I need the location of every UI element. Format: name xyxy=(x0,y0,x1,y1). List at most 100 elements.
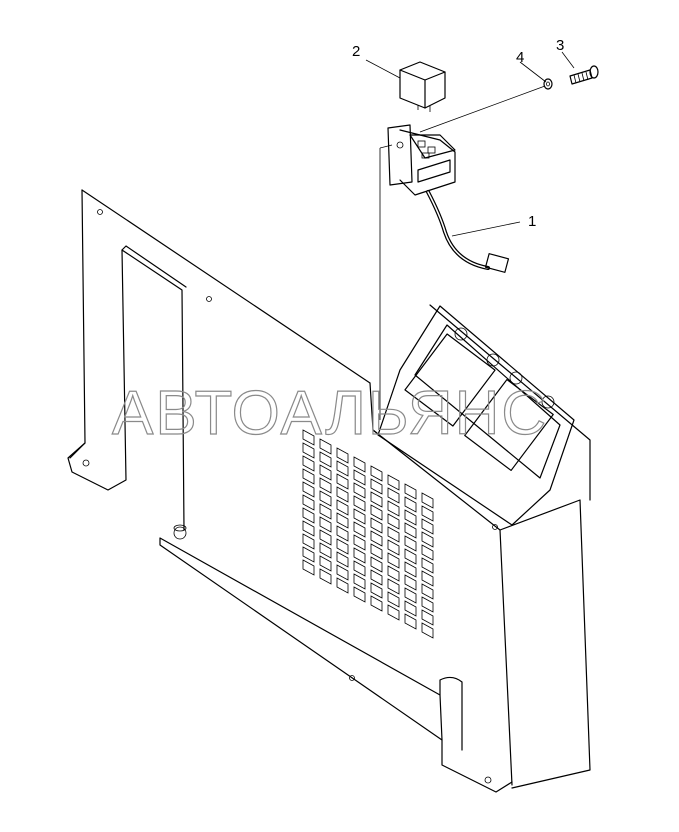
callout-4: 4 xyxy=(516,49,524,66)
vent-slot xyxy=(353,586,366,603)
vent-slot xyxy=(302,468,315,485)
vent-slot xyxy=(319,555,332,572)
vent-slot xyxy=(404,613,417,630)
vent-slot xyxy=(336,486,349,503)
vent-slot xyxy=(404,574,417,591)
vent-slot xyxy=(302,442,315,459)
vent-slot xyxy=(319,451,332,468)
watermark-text: АВТОАЛЬЯНС xyxy=(112,379,548,448)
vent-slot xyxy=(353,456,366,473)
vent-slot xyxy=(353,508,366,525)
vent-slot xyxy=(353,482,366,499)
vent-slot xyxy=(336,499,349,516)
vent-slot xyxy=(353,521,366,538)
callout-2: 2 xyxy=(352,43,360,60)
vent-slot xyxy=(387,565,400,582)
vent-slot xyxy=(302,429,315,446)
vent-slot xyxy=(370,517,383,534)
vent-slot xyxy=(421,544,434,561)
vent-slot xyxy=(353,547,366,564)
vent-slot xyxy=(421,596,434,613)
vent-slot xyxy=(404,561,417,578)
vent-slot xyxy=(336,525,349,542)
screw xyxy=(569,65,599,85)
vent-slot xyxy=(370,491,383,508)
vent-slot xyxy=(336,538,349,555)
vent-slot xyxy=(404,483,417,500)
vent-slot xyxy=(404,600,417,617)
vent-slot xyxy=(370,569,383,586)
vent-slot xyxy=(302,494,315,511)
vent-slot xyxy=(319,438,332,455)
vent-slot xyxy=(336,447,349,464)
vent-slot xyxy=(404,548,417,565)
vent-slot xyxy=(302,481,315,498)
leader-lines xyxy=(365,51,575,237)
vent-grid xyxy=(302,429,434,639)
vent-slot xyxy=(319,542,332,559)
vent-slot xyxy=(302,546,315,563)
vent-slot xyxy=(353,534,366,551)
vent-slot xyxy=(387,513,400,530)
vent-slot xyxy=(302,533,315,550)
vent-slot xyxy=(387,578,400,595)
vent-slot xyxy=(421,583,434,600)
vent-slot xyxy=(421,622,434,639)
vent-slot xyxy=(370,556,383,573)
vent-slot xyxy=(336,564,349,581)
vent-slot xyxy=(370,595,383,612)
panel-plate xyxy=(67,189,371,531)
vent-slot xyxy=(387,604,400,621)
callout-3: 3 xyxy=(556,37,564,54)
housing-box xyxy=(369,304,591,789)
vent-slot xyxy=(353,560,366,577)
vent-slot xyxy=(421,531,434,548)
vent-slot xyxy=(353,469,366,486)
vent-slot xyxy=(319,568,332,585)
vent-slot xyxy=(336,473,349,490)
vent-slot xyxy=(353,573,366,590)
vent-slot xyxy=(387,526,400,543)
washer xyxy=(543,78,553,90)
vent-slot xyxy=(336,512,349,529)
relay xyxy=(399,61,446,112)
vent-slot xyxy=(387,552,400,569)
vent-slot xyxy=(336,460,349,477)
vent-slot xyxy=(370,543,383,560)
vent-slot xyxy=(387,500,400,517)
vent-slot xyxy=(319,477,332,494)
vent-slot xyxy=(370,465,383,482)
vent-slot xyxy=(370,582,383,599)
vent-slot xyxy=(421,505,434,522)
wire-harness xyxy=(426,190,510,273)
vent-slot xyxy=(404,535,417,552)
vent-slot xyxy=(387,487,400,504)
vent-slot xyxy=(421,609,434,626)
vent-slot xyxy=(319,529,332,546)
vent-slot xyxy=(421,570,434,587)
vent-slot xyxy=(302,455,315,472)
vent-slot xyxy=(336,577,349,594)
vent-slot xyxy=(370,530,383,547)
vent-slot xyxy=(319,464,332,481)
vent-slot xyxy=(319,503,332,520)
vent-slot xyxy=(370,504,383,521)
vent-slot xyxy=(370,478,383,495)
vent-slot xyxy=(421,492,434,509)
vent-slot xyxy=(404,522,417,539)
vent-slot xyxy=(387,474,400,491)
vent-slot xyxy=(336,551,349,568)
vent-slot xyxy=(404,496,417,513)
vent-slot xyxy=(302,507,315,524)
callout-1: 1 xyxy=(528,213,536,230)
vent-slot xyxy=(421,518,434,535)
vent-slot xyxy=(404,587,417,604)
vent-slot xyxy=(353,495,366,512)
vent-slot xyxy=(319,516,332,533)
vent-slot xyxy=(387,591,400,608)
relay-socket xyxy=(379,124,456,420)
vent-slot xyxy=(404,509,417,526)
vent-slot xyxy=(319,490,332,507)
vent-slot xyxy=(421,557,434,574)
